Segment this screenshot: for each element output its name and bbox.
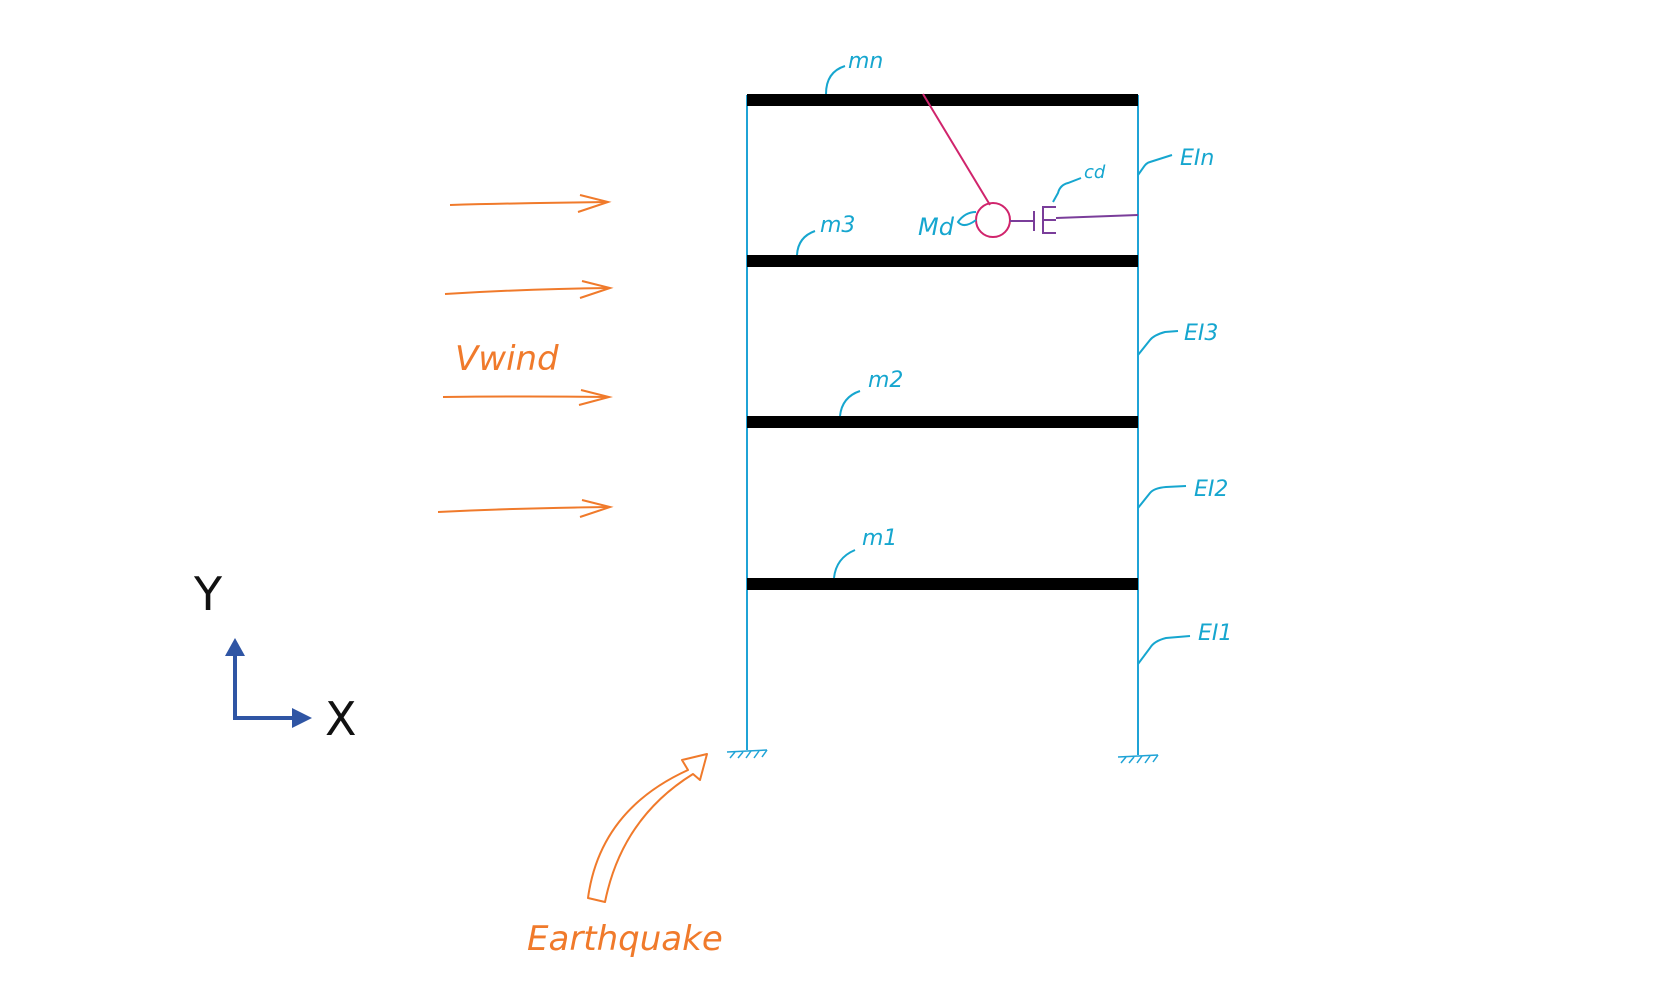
mass-label-m2: m2 [868,368,903,393]
earthquake-label: Earthquake [527,919,723,959]
mass-label-m1: m1 [862,526,897,551]
floor-slab-m1 [747,578,1138,590]
stiffness-label-ei2: EI2 [1194,477,1228,502]
left-fixed-support [726,749,768,759]
wind-arrow-2 [444,280,614,299]
axis-y [225,638,245,718]
leader-ei2 [1137,485,1187,509]
axis-x [233,708,312,728]
axis-x-label: X [325,692,357,746]
leader-md [956,211,977,226]
wind-arrow-3 [442,389,613,406]
damper-mass [975,202,1011,238]
floor-slab-m2 [747,416,1138,428]
dashpot-to-column-link [1055,214,1139,219]
floor-slab-m3 [747,255,1138,267]
damper-damping-label: cd [1084,162,1106,183]
floor-slab-mn [747,94,1138,106]
stiffness-label-ei1: EI1 [1198,621,1232,646]
earthquake-arrow [587,753,708,903]
stiffness-label-ein: EIn [1180,146,1214,171]
dashpot [1033,206,1056,234]
leader-mn [825,65,846,95]
leader-ei3 [1137,330,1179,356]
mass-label-m3: m3 [820,213,855,238]
wind-label: Vwind [455,339,559,379]
leader-m2 [839,390,861,417]
mass-label-mn: mn [848,49,883,74]
leader-ein [1137,154,1173,176]
leader-cd [1052,177,1082,203]
damper-mass-label: Md [918,213,955,241]
stiffness-label-ei3: EI3 [1184,321,1218,346]
wind-arrow-4 [437,499,614,518]
leader-m1 [833,549,856,579]
pendulum-rod [922,93,991,206]
wind-arrow-1 [449,194,612,213]
right-fixed-support [1117,754,1159,764]
leader-m3 [796,230,816,256]
axis-y-label: Y [193,567,223,621]
leader-ei1 [1137,635,1191,665]
